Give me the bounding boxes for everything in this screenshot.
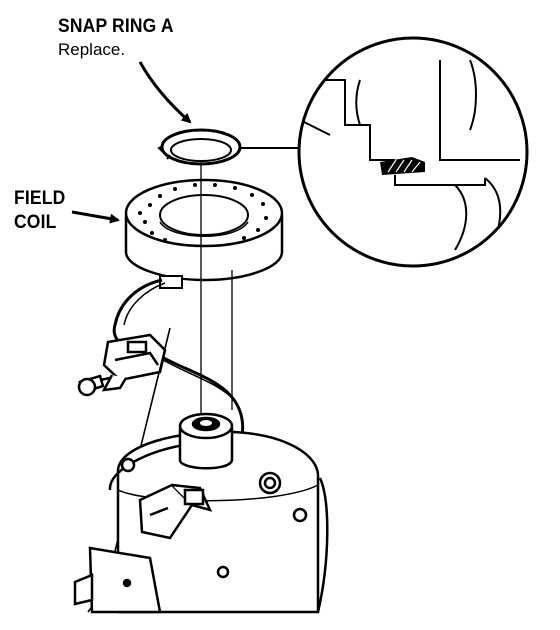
bolt [77,374,111,397]
label-coil: COIL [14,212,57,233]
mount-bracket [73,546,162,614]
detail-magnifier [297,36,529,268]
connector-bracket [101,333,167,392]
label-replace-note: Replace. [58,40,126,59]
label-field: FIELD [14,188,66,209]
compressor-connector [138,483,213,540]
field-coil-arrow [71,210,120,224]
field-coil [124,178,284,289]
compressor [108,430,329,614]
compressor-shaft [178,412,234,470]
snap-ring-arrow [138,61,192,124]
label-snap-ring-a: SNAP RING A [58,16,174,37]
snap-ring [157,128,242,166]
